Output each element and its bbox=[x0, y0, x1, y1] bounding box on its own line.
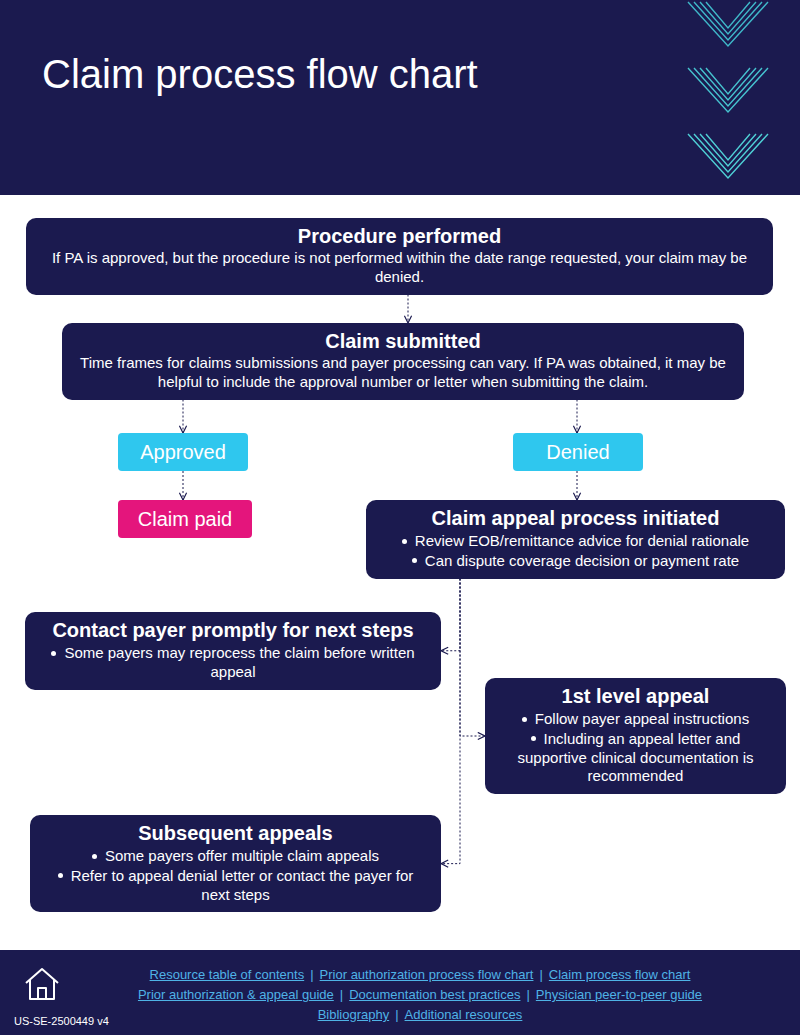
page-title: Claim process flow chart bbox=[42, 52, 478, 97]
bullet-row: Can dispute coverage decision or payment… bbox=[382, 552, 769, 571]
box-heading: Procedure performed bbox=[42, 224, 757, 249]
bullet-dot bbox=[92, 854, 97, 859]
process-box: Contact payer promptly for next stepsSom… bbox=[25, 612, 441, 690]
footer-link: Documentation best practices bbox=[349, 987, 520, 1002]
footer-link: Bibliography bbox=[318, 1007, 390, 1022]
pill-label: Approved bbox=[126, 439, 240, 465]
process-box: Claim appeal process initiatedReview EOB… bbox=[366, 500, 785, 579]
bullet-text: Some payers offer multiple claim appeals bbox=[105, 847, 379, 864]
status-pill: Approved bbox=[118, 433, 248, 471]
footer-link: Prior authorization & appeal guide bbox=[138, 987, 334, 1002]
bullet-text: Can dispute coverage decision or payment… bbox=[425, 552, 739, 569]
box-body: Time frames for claims submissions and p… bbox=[78, 354, 728, 392]
box-heading: Claim appeal process initiated bbox=[382, 506, 769, 531]
pill-label: Claim paid bbox=[126, 506, 244, 532]
process-box: 1st level appealFollow payer appeal inst… bbox=[485, 678, 786, 794]
pill-label: Denied bbox=[521, 439, 635, 465]
link-separator: | bbox=[526, 987, 529, 1002]
dotted-connector bbox=[183, 400, 184, 434]
bullet-text: Refer to appeal denial letter or contact… bbox=[71, 867, 414, 903]
bullet-row: Some payers offer multiple claim appeals bbox=[46, 847, 425, 866]
chevron-decoration bbox=[0, 0, 800, 195]
dotted-connector bbox=[441, 579, 460, 864]
bullet-row: Follow payer appeal instructions bbox=[501, 710, 770, 729]
bullet-dot bbox=[412, 558, 417, 563]
dotted-connector bbox=[577, 400, 578, 434]
footer-link: Additional resources bbox=[405, 1007, 523, 1022]
process-box: Claim submittedTime frames for claims su… bbox=[62, 323, 744, 400]
link-separator: | bbox=[310, 967, 313, 982]
box-heading: Contact payer promptly for next steps bbox=[41, 618, 425, 643]
bullet-text: Some payers may reprocess the claim befo… bbox=[64, 644, 414, 680]
document-code: US-SE-2500449 v4 bbox=[14, 1015, 109, 1027]
box-heading: 1st level appeal bbox=[501, 684, 770, 709]
header-band bbox=[0, 0, 800, 195]
footer-link: Prior authorization process flow chart bbox=[320, 967, 534, 982]
bullet-row: Some payers may reprocess the claim befo… bbox=[41, 644, 425, 682]
process-box: Subsequent appealsSome payers offer mult… bbox=[30, 815, 441, 912]
bullet-row: Refer to appeal denial letter or contact… bbox=[46, 867, 425, 905]
link-line: Prior authorization & appeal guide | Docum… bbox=[80, 985, 760, 1005]
bullet-text: Follow payer appeal instructions bbox=[535, 710, 749, 727]
dotted-connector bbox=[183, 471, 184, 500]
footer-links: Resource table of contents|Prior authori… bbox=[80, 965, 760, 1025]
bullet-text: Review EOB/remittance advice for denial … bbox=[415, 532, 749, 549]
bullet-dot bbox=[402, 539, 407, 544]
link-separator: | bbox=[539, 967, 542, 982]
bullet-text: Including an appeal letter and supportiv… bbox=[518, 730, 754, 785]
dotted-connector bbox=[441, 579, 460, 651]
bullet-row: Review EOB/remittance advice for denial … bbox=[382, 532, 769, 551]
result-pill: Claim paid bbox=[118, 500, 252, 538]
box-heading: Claim submitted bbox=[78, 329, 728, 354]
bullet-dot bbox=[58, 873, 63, 878]
bullet-row: Including an appeal letter and supportiv… bbox=[501, 730, 770, 786]
link-separator: | bbox=[395, 1007, 398, 1022]
bullet-dot bbox=[522, 717, 527, 722]
box-heading: Subsequent appeals bbox=[46, 821, 425, 846]
footer-link: Physician peer-to-peer guide bbox=[536, 987, 702, 1002]
bullet-dot bbox=[531, 736, 536, 741]
dotted-connector bbox=[577, 471, 578, 500]
link-line: Resource table of contents | Prior authori… bbox=[80, 965, 760, 985]
dotted-connector bbox=[460, 579, 485, 737]
dotted-connector bbox=[408, 295, 409, 324]
link-line: Bibliography | Additional resources bbox=[80, 1005, 760, 1025]
bullet-dot bbox=[51, 651, 56, 656]
process-box: Procedure performedIf PA is approved, bu… bbox=[26, 218, 773, 295]
footer-link: Resource table of contents bbox=[150, 967, 305, 982]
home-icon bbox=[22, 966, 62, 1002]
footer-link: Claim process flow chart bbox=[549, 967, 691, 982]
box-body: If PA is approved, but the procedure is … bbox=[42, 249, 757, 287]
status-pill: Denied bbox=[513, 433, 643, 471]
link-separator: | bbox=[340, 987, 343, 1002]
